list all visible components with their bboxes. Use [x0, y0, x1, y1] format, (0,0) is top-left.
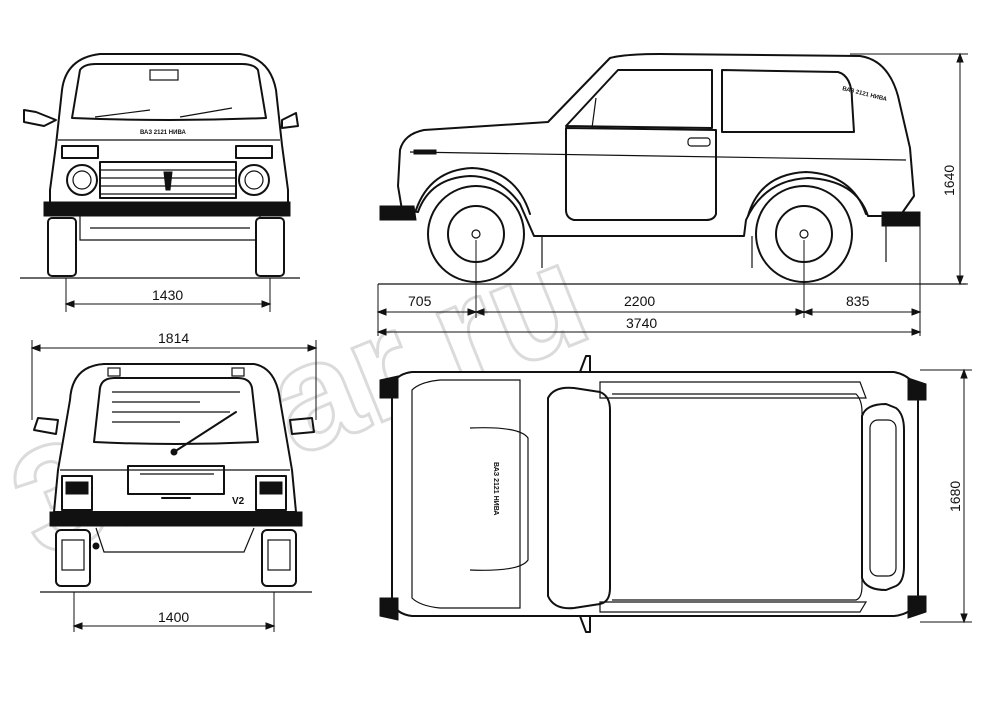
top-view: ВАЗ 2121 НИВА: [379, 355, 927, 633]
rear-emblem: V2: [232, 496, 245, 507]
side-view: ВАЗ 2121 НИВА: [378, 53, 966, 285]
rear-view: 1814 V2: [30, 330, 318, 593]
rear-overhang-label: 835: [846, 293, 870, 309]
front-badge: ВАЗ 2121 НИВА: [140, 130, 186, 136]
side-height-dimension: 1640: [850, 52, 968, 286]
front-track-dimension: 1430: [64, 278, 272, 312]
top-width-label: 1680: [947, 481, 963, 512]
rear-track-dimension: 1400: [72, 592, 276, 632]
overall-length-label: 3740: [626, 315, 657, 331]
top-width-dimension: 1680: [920, 368, 972, 624]
rear-width-label: 1814: [158, 330, 189, 346]
side-height-label: 1640: [941, 165, 957, 196]
top-badge: ВАЗ 2121 НИВА: [492, 462, 499, 515]
side-length-dimensions: 705 2200 835 3740: [376, 226, 922, 336]
front-overhang-label: 705: [408, 293, 432, 309]
wheelbase-label: 2200: [624, 293, 655, 309]
rear-track-label: 1400: [158, 609, 189, 625]
front-track-label: 1430: [152, 287, 183, 303]
front-view: ВАЗ 2121 НИВА: [20, 53, 300, 279]
